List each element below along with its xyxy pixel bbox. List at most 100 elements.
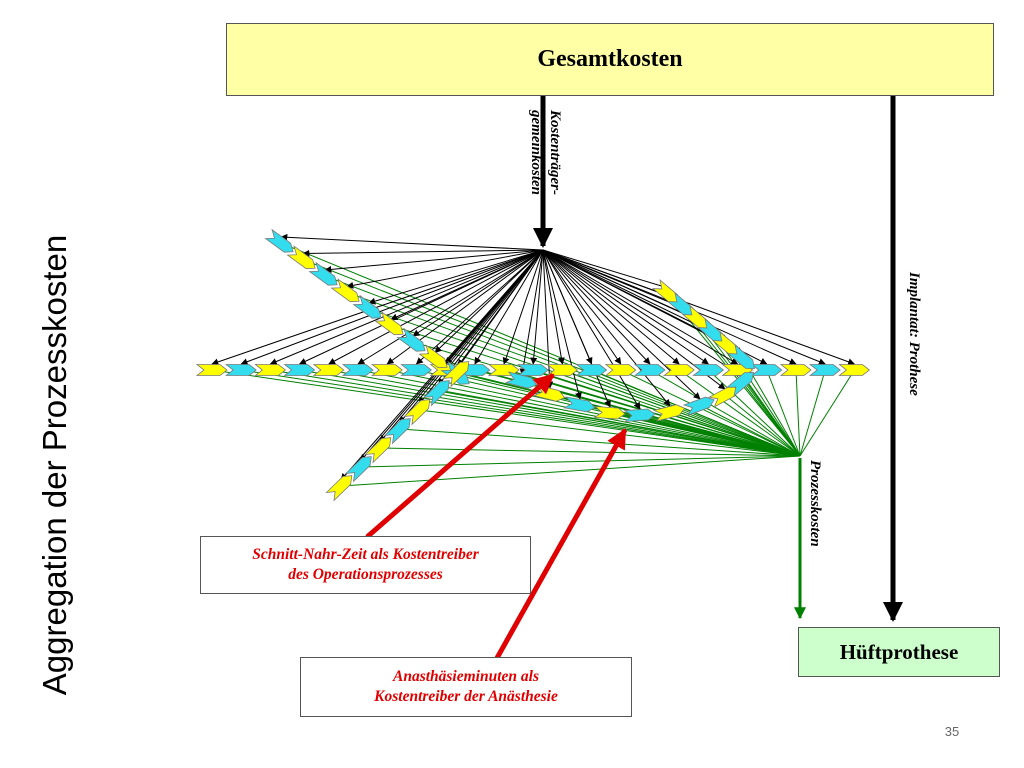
process-step-chevron-27	[352, 294, 382, 319]
process-cost-line-20	[795, 369, 801, 457]
allocation-arrow-26	[346, 249, 544, 289]
allocation-arrow-47	[542, 249, 743, 377]
allocation-arrow-7	[415, 249, 544, 365]
allocation-arrow-1	[240, 249, 544, 366]
allocation-arrow-24	[302, 249, 544, 257]
page-number: 35	[944, 724, 960, 739]
process-chain-chevrons	[195, 228, 871, 502]
allocation-arrow-11	[530, 249, 544, 365]
process-cost-line-45	[699, 404, 801, 457]
process-step-chevron-1	[225, 364, 257, 376]
process-cost-line-44	[669, 411, 801, 457]
process-step-chevron-6	[371, 364, 403, 376]
allocation-arrow-41	[542, 249, 582, 400]
process-step-chevron-24	[286, 245, 316, 270]
process-step-chevron-2	[254, 364, 287, 376]
cut-suture-note: Schnitt-Nahr-Zeit als Kostentreiber des …	[200, 536, 531, 594]
allocation-arrow-14	[542, 249, 622, 365]
total-costs-label: Gesamtkosten	[537, 46, 683, 72]
process-step-chevron-38	[442, 361, 470, 388]
process-step-chevron-21	[809, 364, 841, 376]
process-cost-line-22	[799, 369, 855, 457]
process-step-chevron-22	[838, 364, 871, 376]
allocation-arrow-28	[390, 249, 544, 321]
allocation-arrow-4	[328, 249, 544, 365]
allocation-arrow-42	[542, 249, 611, 408]
process-cost-line-14	[620, 369, 801, 457]
process-step-chevron-25	[308, 261, 338, 286]
process-step-chevron-15	[633, 364, 666, 376]
process-cost-line-3	[299, 369, 801, 457]
allocation-arrow-23	[280, 233, 544, 251]
allocation-arrow-48	[542, 249, 669, 290]
process-step-chevron-20	[779, 364, 812, 376]
cut-suture-highlight-arrow	[365, 373, 555, 539]
process-step-chevron-16	[663, 364, 695, 376]
process-step-chevron-44	[652, 404, 686, 422]
process-cost-line-46	[724, 394, 801, 457]
process-step-chevron-33	[344, 456, 372, 483]
process-cost-line-19	[766, 369, 801, 457]
anesthesia-highlight-arrow	[494, 428, 628, 660]
allocation-arrow-43	[542, 249, 641, 410]
process-step-chevron-5	[341, 364, 374, 376]
process-step-chevron-17	[692, 364, 725, 376]
process-step-chevron-12	[546, 364, 579, 376]
process-step-chevron-4	[312, 364, 345, 376]
process-cost-line-43	[639, 414, 801, 457]
allocation-arrow-39	[519, 249, 544, 376]
overhead-allocation-lines	[211, 233, 856, 481]
overhead-label-line1: Kostenträger-	[547, 109, 563, 195]
process-step-chevron-47	[725, 371, 754, 397]
process-step-chevron-41	[563, 396, 596, 413]
process-step-chevron-19	[750, 364, 783, 376]
allocation-arrow-27	[368, 249, 544, 305]
process-step-chevron-37	[422, 380, 450, 407]
anesthesia-note: Anasthäsieminuten als Kostentreiber der …	[300, 657, 632, 717]
allocation-arrow-16	[542, 249, 680, 365]
process-step-chevron-39	[504, 371, 538, 389]
allocation-arrow-44	[542, 249, 671, 407]
process-step-chevron-36	[403, 399, 431, 426]
allocation-arrow-25	[324, 249, 544, 273]
process-cost-line-34	[379, 447, 801, 457]
cut-suture-note-line2: des Operationsprozesses	[288, 566, 443, 583]
allocation-arrow-0	[211, 249, 544, 366]
process-step-chevron-45	[682, 396, 715, 417]
process-step-chevron-48	[651, 279, 680, 305]
anesthesia-note-line2: Kostentreiber der Anästhesie	[374, 688, 558, 705]
allocation-arrow-38	[457, 249, 544, 367]
process-cost-line-24	[302, 259, 801, 457]
total-costs-box: Gesamtkosten	[226, 23, 994, 96]
process-cost-line-33	[360, 455, 801, 468]
allocation-arrow-9	[474, 249, 544, 365]
process-cost-line-32	[340, 455, 801, 487]
allocation-arrow-37	[438, 249, 544, 386]
process-step-chevron-35	[383, 418, 411, 445]
process-step-chevron-28	[374, 311, 404, 336]
process-step-chevron-32	[325, 475, 353, 502]
process-cost-line-16	[678, 369, 801, 457]
allocation-arrow-10	[502, 249, 544, 365]
allocation-arrow-29	[412, 249, 544, 337]
process-step-chevron-30	[418, 344, 448, 369]
process-step-chevron-0	[195, 364, 228, 376]
process-step-chevron-7	[400, 364, 433, 376]
process-step-chevron-42	[593, 406, 626, 420]
allocation-arrow-35	[399, 249, 544, 424]
process-step-chevron-26	[330, 278, 360, 303]
allocation-arrow-15	[542, 249, 651, 365]
process-step-chevron-53	[726, 344, 755, 370]
process-step-chevron-3	[283, 364, 316, 376]
allocation-arrow-12	[542, 249, 565, 365]
hip-prosthesis-box: Hüftprothese	[798, 627, 1000, 677]
process-step-chevron-23	[264, 228, 294, 253]
overhead-label-line2: gemeinkosten	[528, 109, 544, 195]
process-step-chevron-13	[575, 364, 608, 376]
process-cost-line-15	[649, 369, 801, 457]
allocation-arrow-17	[542, 249, 709, 365]
process-cost-line-6	[387, 369, 801, 457]
process-step-chevron-46	[707, 385, 739, 408]
process-step-chevron-34	[364, 437, 392, 464]
